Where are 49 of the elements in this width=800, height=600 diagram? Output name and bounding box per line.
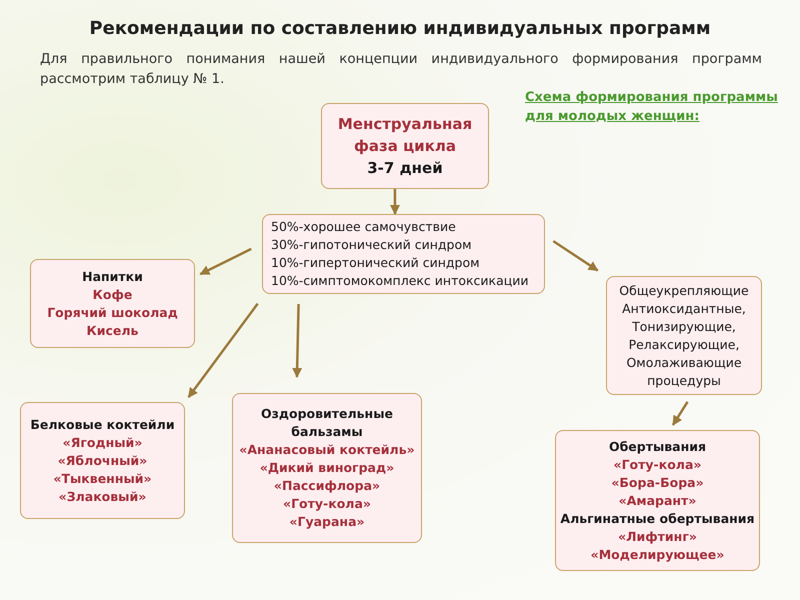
info-box [20, 402, 185, 519]
item-text: Кофе [92, 286, 134, 304]
info-box [606, 276, 762, 395]
title: Рекомендации по составлению индивидуальных программ [88, 18, 712, 39]
item-text: «Готу-кола» [612, 456, 702, 474]
heading-text: 10%-симптомокомплекс интоксикации [271, 272, 530, 290]
item-text: «Тыквенный» [52, 470, 153, 488]
scheme-heading: Схема формирования программы для молодых женщин: [525, 89, 779, 126]
arrow [188, 302, 259, 398]
item-text: «Готу-кола» [282, 495, 372, 513]
item-text: «Гуарана» [288, 513, 366, 531]
intro-paragraph: Для правильного понимания нашей концепции индивидуального формирования программ рассмотрим таблицу № 1. [40, 50, 762, 89]
item-text: «Злаковый» [58, 488, 148, 506]
heading-text: Напитки [81, 268, 144, 286]
arrow [552, 240, 598, 272]
item-text: «Лифтинг» [617, 528, 698, 546]
item-text: «Яблочный» [56, 452, 148, 470]
heading-text: Обертывания [608, 438, 708, 456]
item-text: «Дикий виноград» [258, 459, 396, 477]
heading-text: 50%-хорошее самочувствие [271, 218, 457, 236]
item-text: «Моделирующее» [590, 546, 726, 564]
heading-text: 3-7 дней [366, 158, 444, 179]
item-text: Кисель [86, 322, 140, 340]
heading-text: Альгинатные обертывания [560, 510, 755, 528]
heading-text: Общеукрепляющие [618, 282, 750, 300]
heading-text: 10%-гипертонический синдром [271, 254, 481, 272]
heading-text: Релаксирующие, [628, 336, 740, 354]
heading-text: Омолаживающие процедуры [625, 354, 743, 390]
arrow [390, 189, 400, 215]
heading-text: Оздоровительные бальзамы [260, 405, 394, 441]
info-box [30, 259, 195, 348]
heading-text: 30%-гипотонический синдром [271, 236, 473, 254]
arrow [672, 401, 689, 426]
item-text: «Пассифлора» [272, 477, 382, 495]
info-box [555, 430, 760, 571]
heading-text: Антиоксидантные, [621, 300, 747, 318]
heading-text: Белковые коктейли [29, 416, 176, 434]
item-text: «Ананасовый коктейль» [238, 441, 416, 459]
info-box [321, 103, 489, 189]
arrow [292, 304, 302, 378]
item-text: «Амарант» [618, 492, 698, 510]
heading-text: Тонизирующие, [631, 318, 737, 336]
item-text: «Ягодный» [62, 434, 144, 452]
item-text: Менструальная фаза цикла [336, 114, 474, 157]
item-text: Горячий шоколад [46, 304, 179, 322]
info-box [232, 393, 422, 543]
arrow [199, 248, 252, 276]
item-text: «Бора-Бора» [610, 474, 705, 492]
statistics-box [262, 214, 545, 294]
